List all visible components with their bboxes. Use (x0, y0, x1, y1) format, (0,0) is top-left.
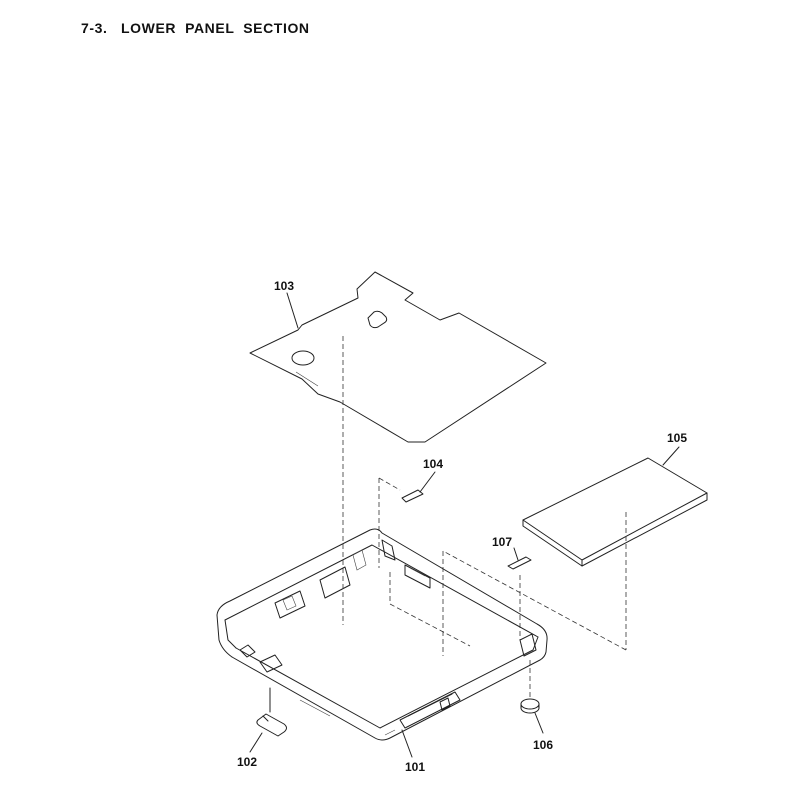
part-label-106: 106 (533, 738, 553, 752)
part-label-107: 107 (492, 535, 512, 549)
page-title: 7-3. LOWER PANEL SECTION (81, 20, 310, 36)
part-label-105: 105 (667, 431, 687, 445)
part-label-103: 103 (274, 279, 294, 293)
label-leaders (249, 292, 680, 758)
part-label-101: 101 (405, 760, 425, 774)
part-101-cabinet (216, 528, 548, 741)
part-label-102: 102 (237, 755, 257, 769)
part-106-foot (520, 698, 540, 714)
part-105-panel (522, 457, 708, 567)
part-label-104: 104 (423, 457, 443, 471)
part-104-tab (401, 489, 424, 503)
part-102-pin (256, 713, 287, 737)
alignment-lines (269, 336, 627, 713)
part-107-tab (507, 556, 532, 570)
part-103-sheet (249, 271, 547, 443)
